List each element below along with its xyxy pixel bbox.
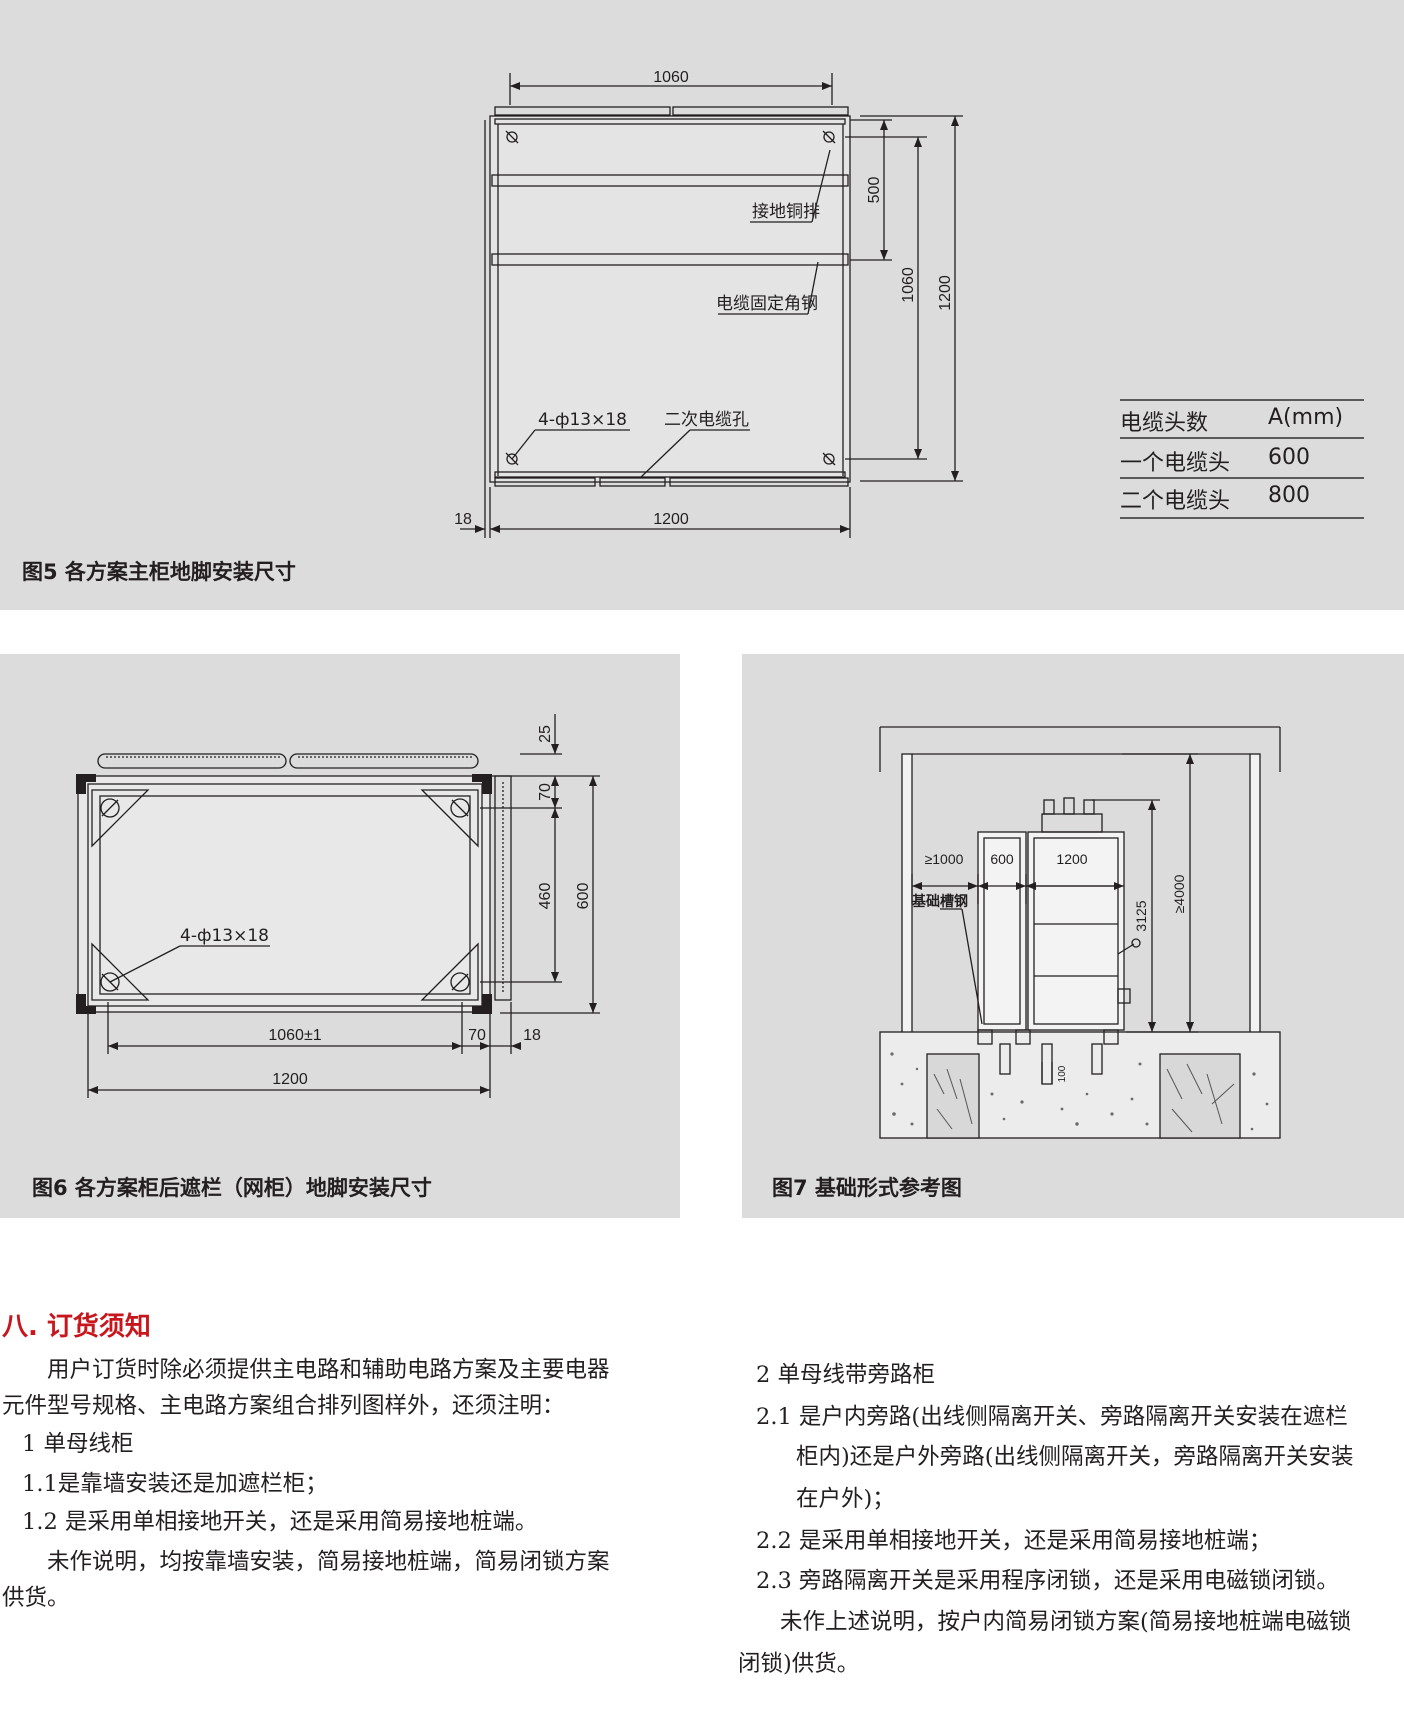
fig5-drawing: 1060 1200 18 500 1060 1200 接地铜排 电缆固定角钢 4… [454, 69, 963, 538]
fig7-dim-600: 600 [990, 851, 1014, 867]
right-paragraph-line: 未作上述说明，按户内简易闭锁方案(简易接地桩端电磁锁 [780, 1609, 1352, 1635]
fig5-dim-1060: 1060 [900, 267, 917, 303]
left-paragraph-line: 供货。 [2, 1585, 70, 1611]
fig6-dim-600: 600 [575, 883, 592, 910]
fig6-dim-70-right: 70 [537, 783, 554, 801]
fig5-dim-left-18: 18 [454, 511, 472, 528]
fig6-drawing: 25 70 460 600 1060±1 70 18 1200 4-ф13×18 [76, 714, 600, 1098]
fig6-dim-1060: 1060±1 [268, 1027, 321, 1044]
right-item-line: 2.2 是采用单相接地开关，还是采用简易接地桩端； [756, 1528, 1272, 1554]
fig5-table-cell: 二个电缆头 [1120, 489, 1231, 514]
fig7-dim-1000: ≥1000 [925, 851, 964, 867]
fig6-label-holes: 4-ф13×18 [180, 926, 269, 946]
fig5-dim-500: 500 [866, 177, 883, 204]
fig7-dim-100: 100 [1057, 1065, 1068, 1082]
right-item-line: 2.3 旁路隔离开关是采用程序闭锁，还是采用电磁锁闭锁。 [756, 1568, 1339, 1594]
left-item-line: 1.1是靠墙安装还是加遮栏柜； [22, 1471, 328, 1497]
fig5-table-row: 一个电缆头 600 [1120, 445, 1310, 477]
fig5-dim-bottom-1200: 1200 [653, 511, 689, 528]
right-item-line: 柜内)还是户外旁路(出线侧隔离开关，旁路隔离开关安装 [796, 1444, 1354, 1470]
fig5-label-holes: 4-ф13×18 [538, 410, 627, 430]
fig7-dim-4000: ≥4000 [1171, 874, 1187, 913]
fig5-table-row: 二个电缆头 800 [1120, 483, 1310, 515]
right-item-line: 2 单母线带旁路柜 [756, 1362, 935, 1388]
fig5-table-rule [1120, 477, 1364, 479]
fig5-label-ground-bar: 接地铜排 [752, 202, 820, 222]
fig7-dim-3125: 3125 [1133, 900, 1149, 931]
fig5-table-top-rule [1120, 399, 1364, 401]
fig5-label-angle-steel: 电缆固定角钢 [716, 294, 818, 314]
fig7-caption: 图7 基础形式参考图 [772, 1176, 962, 1200]
fig5-table-header-count: 电缆头数 [1120, 411, 1209, 436]
right-paragraph-line: 闭锁)供货。 [738, 1651, 860, 1677]
fig6-caption: 图6 各方案柜后遮栏（网柜）地脚安装尺寸 [32, 1176, 432, 1200]
left-item-line: 1.2 是采用单相接地开关，还是采用简易接地桩端。 [22, 1509, 538, 1535]
left-paragraph-line: 未作说明，均按靠墙安装，简易接地桩端，简易闭锁方案 [47, 1549, 610, 1575]
fig5-table-rule [1120, 437, 1364, 439]
fig5-table-cell: 600 [1268, 445, 1310, 470]
fig6-dim-25: 25 [537, 725, 554, 743]
right-item-line: 2.1 是户内旁路(出线侧隔离开关、旁路隔离开关安装在遮栏 [756, 1404, 1348, 1430]
fig5-panel: 1060 1200 18 500 1060 1200 接地铜排 电缆固定角钢 4… [0, 0, 1404, 610]
left-item-line: 1 单母线柜 [22, 1431, 134, 1457]
fig5-label-cable-hole: 二次电缆孔 [664, 410, 749, 430]
fig5-caption: 图5 各方案主柜地脚安装尺寸 [22, 560, 296, 584]
fig6-dim-18: 18 [523, 1027, 541, 1044]
fig5-table-bottom-rule [1120, 517, 1364, 519]
fig5-table-header-a: A(mm) [1268, 405, 1344, 430]
fig7-drawing: ≥1000 600 1200 3125 ≥4000 100 基础槽钢 [879, 726, 1281, 1139]
right-item-line: 在户外)； [796, 1486, 895, 1512]
fig5-dim-1200: 1200 [937, 275, 954, 311]
fig6-dim-70-bottom: 70 [468, 1027, 486, 1044]
left-paragraph-line: 元件型号规格、主电路方案组合排列图样外，还须注明： [2, 1393, 565, 1419]
fig5-table-header: 电缆头数 A(mm) [1120, 405, 1343, 437]
fig5-table-cell: 一个电缆头 [1120, 451, 1231, 476]
fig5-table-cell: 800 [1268, 483, 1310, 508]
fig6-dim-460: 460 [537, 883, 554, 910]
fig6-dim-1200: 1200 [272, 1071, 308, 1088]
left-paragraph-line: 用户订货时除必须提供主电路和辅助电路方案及主要电器 [47, 1357, 610, 1383]
fig5-dim-top-1060: 1060 [653, 69, 689, 86]
fig7-label-channel-steel: 基础槽钢 [912, 893, 968, 910]
fig7-dim-1200: 1200 [1056, 851, 1087, 867]
section-title: 八. 订货须知 [2, 1312, 151, 1342]
fig6-panel: 25 70 460 600 1060±1 70 18 1200 4-ф13×18… [0, 654, 680, 1218]
fig7-panel: ≥1000 600 1200 3125 ≥4000 100 基础槽钢 图7 基础… [742, 654, 1404, 1218]
